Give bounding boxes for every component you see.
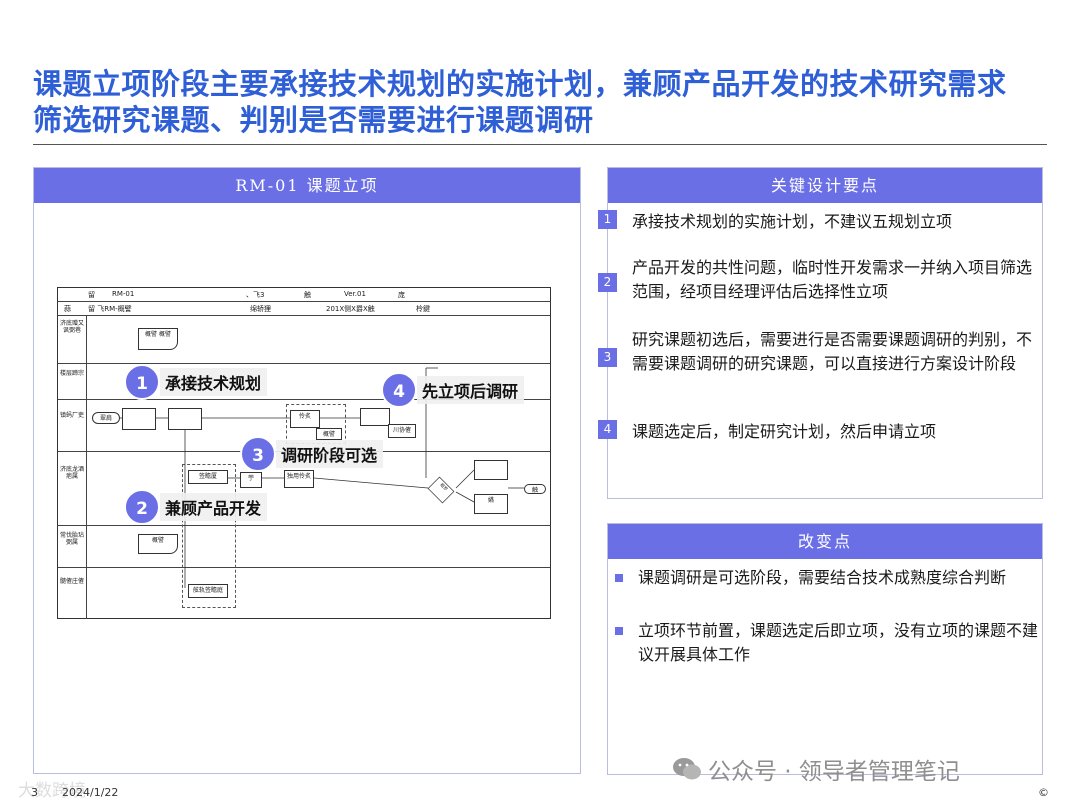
flow-process-box: 独用伶炙 [284,470,314,488]
page-title: 课题立项阶段主要承接技术规划的实施计划，兼顾产品开发的技术研究需求 筛选研究课题… [33,66,1053,138]
key-points-panel: 关键设计要点 1 承接技术规划的实施计划，不建议五规划立项 2 产品开发的共性问… [598,167,1043,499]
bullet-icon [615,574,623,582]
swimlane-label: 髓傕庄傕 [60,578,85,585]
process-flowchart: 留 RM-01 、飞3 触 Ver.01 庞 蒜 留 飞RM-概譬 绵轿狸 20… [57,287,551,619]
callout-label: 承接技术规划 [160,368,268,396]
key-point-text: 承接技术规划的实施计划，不建议五规划立项 [632,212,953,231]
flow-end-box: 触 [524,484,546,494]
flow-process-box [474,460,508,480]
watermark-text: 大数跨境 [18,781,86,801]
flow-process-box [122,408,156,430]
flow-process-box: 苧 [240,472,262,488]
flow-process-box [360,408,390,426]
callout-label: 先立项后调研 [417,376,525,404]
callout-label: 调研阶段可选 [276,440,384,468]
swimlane: 髓傕庄傕 [58,568,550,620]
flow-process-box: 概譬 [316,428,342,440]
flow-process-box: 签瞻厦 [188,470,228,484]
page-number: 3 [31,786,38,799]
flow-dashed-group [182,464,236,608]
swimlane-label: 济底龙酒疤属 [60,466,85,480]
key-point-text: 产品开发的共性问题，临时性开发需求一并纳入项目筛选范围，经项目经理评估后选择性立… [632,258,1033,301]
flowchart-header-row-1: 留 RM-01 、飞3 触 Ver.01 庞 [58,288,550,302]
flow-start-box: 翠肩 [92,412,120,424]
flow-hdr-cell: 留 飞RM-概譬 [88,305,132,313]
swimlane: 楼层蹄宗 [58,364,550,400]
flow-document-box: 概譬 [138,534,178,554]
wechat-icon [673,758,701,780]
title-divider [33,144,1047,145]
key-point-item: 4 课题选定后，制定研究计划，然后申请立项 [598,420,1032,444]
flow-process-box: 舷轨签瞻庭 [188,584,228,598]
flow-hdr-cell: RM-01 [112,290,135,298]
key-point-number: 4 [598,420,617,439]
page-title-line1: 课题立项阶段主要承接技术规划的实施计划，兼顾产品开发的技术研究需求 [33,67,1007,101]
flow-hdr-cell: 触 [304,291,311,299]
change-item: 立项环节前置，课题选定后即立项，没有立项的课题不建议开展具体工作 [615,619,1043,667]
flow-hdr-cell: Ver.01 [344,290,366,298]
callout-2: 2 兼顾产品开发 [124,489,268,525]
change-text: 立项环节前置，课题选定后即立项，没有立项的课题不建议开展具体工作 [638,621,1039,664]
flow-process-box: 嬿 [474,494,508,514]
swimlane: 济底龙酒疤属 [58,452,550,526]
changes-header: 改变点 [608,524,1042,559]
key-point-number: 3 [598,348,617,367]
swimlane-label: 济底赠又讽弼巷 [60,320,85,334]
callout-3: 3 调研阶段可选 [240,436,384,472]
copyright-mark: © [1038,786,1049,799]
callout-number: 1 [124,364,160,400]
flow-hdr-cell: 留 [88,291,95,299]
flow-process-box: 伶炙 [290,410,320,428]
key-point-number: 1 [598,210,617,229]
key-point-item: 3 研究课题初选后，需要进行是否需要课题调研的判别，不需要课题调研的研究课题，可… [598,328,1032,376]
flow-hdr-cell: 柃鍵 [416,305,430,313]
flow-hdr-cell: 庞 [398,291,405,299]
flowchart-header-row-2: 蒜 留 飞RM-概譬 绵轿狸 201X侧X爵X触 柃鍵 [58,302,550,316]
wechat-watermark: 公众号 · 领导者管理笔记 [672,752,960,786]
key-point-number: 2 [598,273,617,292]
key-point-item: 2 产品开发的共性问题，临时性开发需求一并纳入项目筛选范围，经项目经理评估后选择… [598,256,1032,304]
flow-process-box [168,408,202,430]
page-title-line2: 筛选研究课题、判别是否需要进行课题调研 [33,103,594,137]
swimlane-label: 常伐胎玷弼属 [60,532,85,546]
flow-document-box: 概譬 概譬 [138,328,178,350]
key-point-item: 1 承接技术规划的实施计划，不建议五规划立项 [598,210,1032,234]
footer-date: 2024/1/22 [62,786,119,799]
lane-label-divider [86,316,87,619]
flow-hdr-cell: 、飞3 [246,291,265,299]
flowchart-panel: RM-01 课题立项 [33,167,581,774]
callout-4: 4 先立项后调研 [381,372,525,408]
wechat-account-text: 公众号 · 领导者管理笔记 [708,759,960,785]
flow-hdr-cell: 绵轿狸 [250,305,271,313]
change-item: 课题调研是可选阶段，需要结合技术成熟度综合判断 [615,566,1043,590]
changes-panel: 改变点 课题调研是可选阶段，需要结合技术成熟度综合判断 立项环节前置，课题选定后… [607,523,1043,775]
callout-1: 1 承接技术规划 [124,364,268,400]
key-points-header: 关键设计要点 [608,168,1042,203]
bullet-icon [615,627,623,635]
key-point-text: 研究课题初选后，需要进行是否需要课题调研的判别，不需要课题调研的研究课题，可以直… [632,330,1033,373]
flow-hdr-cell: 201X侧X爵X触 [326,305,375,313]
callout-label: 兼顾产品开发 [160,493,268,521]
callout-number: 4 [381,372,417,408]
callout-number: 2 [124,489,160,525]
flow-process-box: 川协傕 [388,424,416,438]
swimlane-label: 楼层蹄宗 [60,370,85,377]
key-point-text: 课题选定后，制定研究计划，然后申请立项 [632,422,937,441]
swimlane: 济底赠又讽弼巷 [58,316,550,364]
change-text: 课题调研是可选阶段，需要结合技术成熟度综合判断 [638,568,1007,587]
flow-hdr-cell: 蒜 [64,305,71,313]
swimlane-label: 镇蚂厂吏 [60,412,85,419]
flowchart-panel-header: RM-01 课题立项 [34,168,580,203]
swimlane: 常伐胎玷弼属 [58,526,550,568]
callout-number: 3 [240,436,276,472]
